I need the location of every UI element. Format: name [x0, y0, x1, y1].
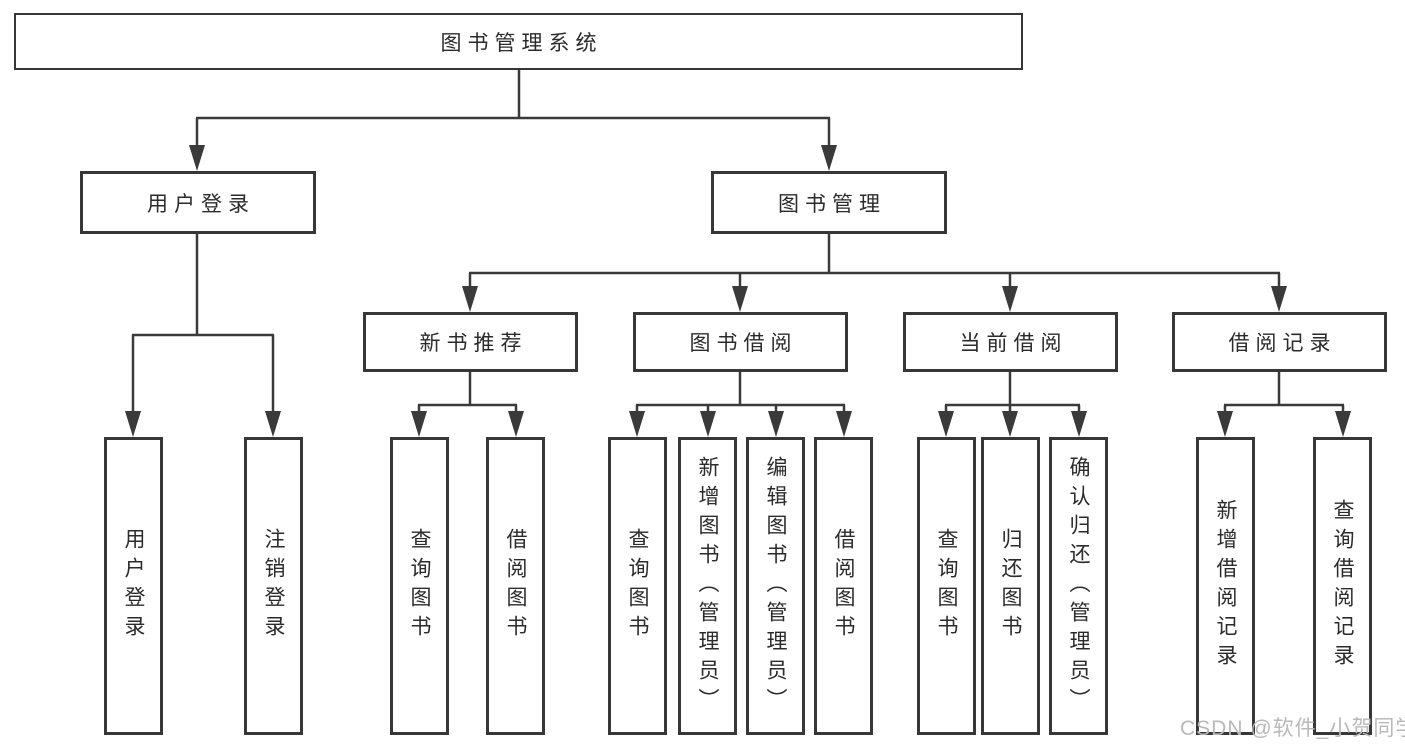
leaf-cb-query-books: 查询图书	[917, 437, 976, 735]
node-label: 确认归还（管理员）	[1067, 455, 1090, 717]
node-new-book-recommend: 新书推荐	[363, 312, 578, 372]
leaf-nb-borrow-books: 借阅图书	[486, 437, 545, 735]
node-label: 借阅图书	[504, 528, 527, 644]
node-label: 用户登录	[147, 192, 255, 216]
node-root-system: 图书管理系统	[14, 13, 1023, 70]
leaf-bb-query-books: 查询图书	[608, 437, 667, 735]
leaf-user-login: 用户登录	[104, 437, 163, 735]
csdn-watermark: CSDN @软件_小贺同学	[1180, 717, 1405, 740]
leaf-cb-return-books: 归还图书	[981, 437, 1040, 735]
node-label: 归还图书	[999, 528, 1022, 644]
node-label: 借阅图书	[832, 528, 855, 644]
node-label: 图书借阅	[689, 332, 798, 355]
leaf-logout: 注销登录	[244, 437, 303, 735]
node-label: 新书推荐	[419, 332, 528, 355]
node-label: 编辑图书（管理员）	[764, 455, 787, 717]
leaf-cb-confirm-return-admin: 确认归还（管理员）	[1049, 437, 1108, 735]
node-borrow-records: 借阅记录	[1172, 312, 1387, 372]
node-label: 新增借阅记录	[1214, 499, 1237, 673]
node-book-borrow: 图书借阅	[633, 312, 848, 372]
node-label: 借阅记录	[1228, 332, 1337, 355]
node-label: 用户登录	[122, 528, 145, 644]
node-label: 图书管理系统	[440, 31, 603, 55]
node-label: 新增图书（管理员）	[696, 455, 719, 717]
node-label: 图书管理	[778, 192, 886, 216]
node-label: 查询图书	[626, 528, 649, 644]
leaf-bb-edit-books-admin: 编辑图书（管理员）	[746, 437, 805, 735]
node-label: 当前借阅	[959, 332, 1068, 355]
node-label: 查询借阅记录	[1331, 499, 1354, 673]
node-label: 查询图书	[408, 528, 431, 644]
node-label: 注销登录	[262, 528, 285, 644]
node-user-login: 用户登录	[80, 171, 316, 234]
node-current-borrow: 当前借阅	[903, 312, 1118, 372]
leaf-br-query-record: 查询借阅记录	[1313, 437, 1372, 735]
node-book-management: 图书管理	[711, 171, 947, 234]
node-label: 查询图书	[935, 528, 958, 644]
leaf-br-add-record: 新增借阅记录	[1196, 437, 1255, 735]
leaf-nb-query-books: 查询图书	[390, 437, 449, 735]
leaf-bb-borrow-books: 借阅图书	[814, 437, 873, 735]
leaf-bb-add-books-admin: 新增图书（管理员）	[678, 437, 737, 735]
